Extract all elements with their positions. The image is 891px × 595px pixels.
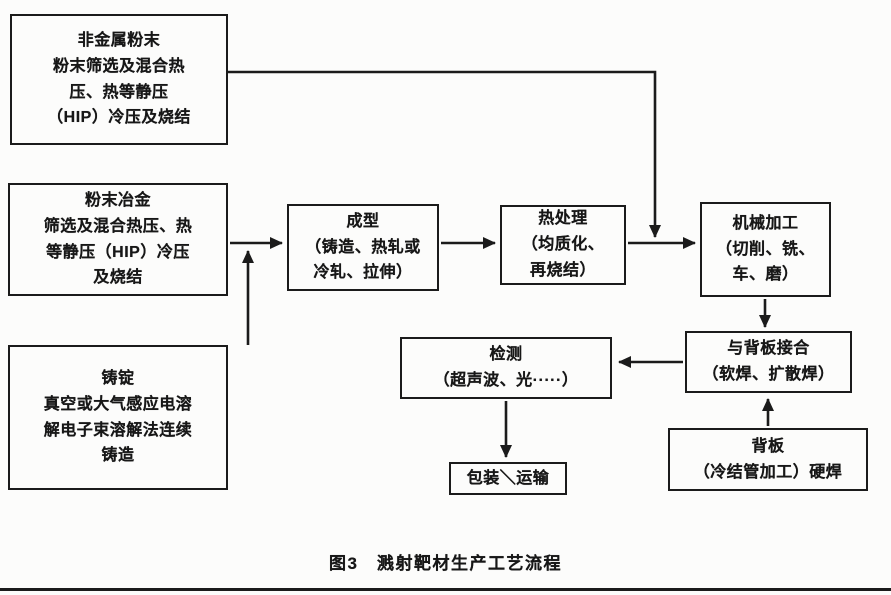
box-text-line: 冷轧、拉伸） bbox=[313, 264, 413, 282]
box-text-line: （软焊、扩散焊） bbox=[702, 366, 835, 383]
box-text-line: 车、磨） bbox=[732, 266, 799, 284]
box-text-line: （超声波、光·····） bbox=[433, 372, 579, 389]
flow-box-machining: 机械加工 （切削、铣、 车、磨） bbox=[700, 202, 831, 297]
box-text-line: 铸造 bbox=[101, 447, 135, 465]
flow-box-ingot: 铸锭 真空或大气感应电溶 解电子束溶解法连续 铸造 bbox=[8, 345, 228, 490]
box-text-line: 粉末筛选及混合热 bbox=[52, 57, 185, 75]
box-text-line: （铸造、热轧或 bbox=[305, 238, 421, 256]
box-title: 粉末冶金 bbox=[84, 191, 151, 209]
box-title: 非金属粉末 bbox=[77, 31, 161, 49]
flow-box-forming: 成型 （铸造、热轧或 冷轧、拉伸） bbox=[287, 204, 439, 291]
box-text-line: （均质化、 bbox=[521, 236, 605, 254]
box-title: 机械加工 bbox=[732, 214, 799, 232]
box-text-line: （切削、铣、 bbox=[715, 240, 815, 258]
box-text-line: （HIP）冷压及烧结 bbox=[47, 109, 191, 127]
box-title: 成型 bbox=[346, 212, 380, 230]
box-text-line: 再烧结） bbox=[529, 261, 596, 279]
flow-box-backing-plate: 背板 （冷结管加工）硬焊 bbox=[668, 428, 868, 491]
box-text-line: （冷结管加工）硬焊 bbox=[693, 463, 843, 481]
page-bottom-rule bbox=[0, 588, 891, 591]
box-title: 与背板接合 bbox=[727, 340, 810, 358]
box-text-line: 筛选及混合热压、热 bbox=[43, 217, 193, 235]
flow-box-packaging: 包装＼运输 bbox=[449, 462, 567, 495]
figure-caption: 图3 溅射靶材生产工艺流程 bbox=[329, 554, 562, 573]
box-title: 包装＼运输 bbox=[466, 469, 550, 487]
box-text-line: 等静压（HIP）冷压 bbox=[46, 243, 190, 261]
flow-box-inspection: 检测 （超声波、光·····） bbox=[400, 337, 612, 399]
box-text-line: 及烧结 bbox=[93, 269, 143, 287]
box-title: 背板 bbox=[751, 437, 785, 455]
box-title: 铸锭 bbox=[101, 369, 135, 387]
box-text-line: 真空或大气感应电溶 bbox=[43, 395, 193, 413]
flow-box-nonmetal-powder: 非金属粉末 粉末筛选及混合热 压、热等静压 （HIP）冷压及烧结 bbox=[10, 14, 228, 145]
box-text-line: 压、热等静压 bbox=[69, 83, 169, 101]
flow-box-bonding: 与背板接合 （软焊、扩散焊） bbox=[685, 331, 852, 393]
flow-box-powder-metallurgy: 粉末冶金 筛选及混合热压、热 等静压（HIP）冷压 及烧结 bbox=[8, 183, 228, 296]
box-text-line: 解电子束溶解法连续 bbox=[43, 421, 193, 439]
box-title: 热处理 bbox=[538, 210, 588, 228]
flow-box-heat-treatment: 热处理 （均质化、 再烧结） bbox=[500, 205, 626, 285]
connector-nonmetal-to-mainline bbox=[228, 70, 661, 238]
box-title: 检测 bbox=[489, 346, 523, 364]
